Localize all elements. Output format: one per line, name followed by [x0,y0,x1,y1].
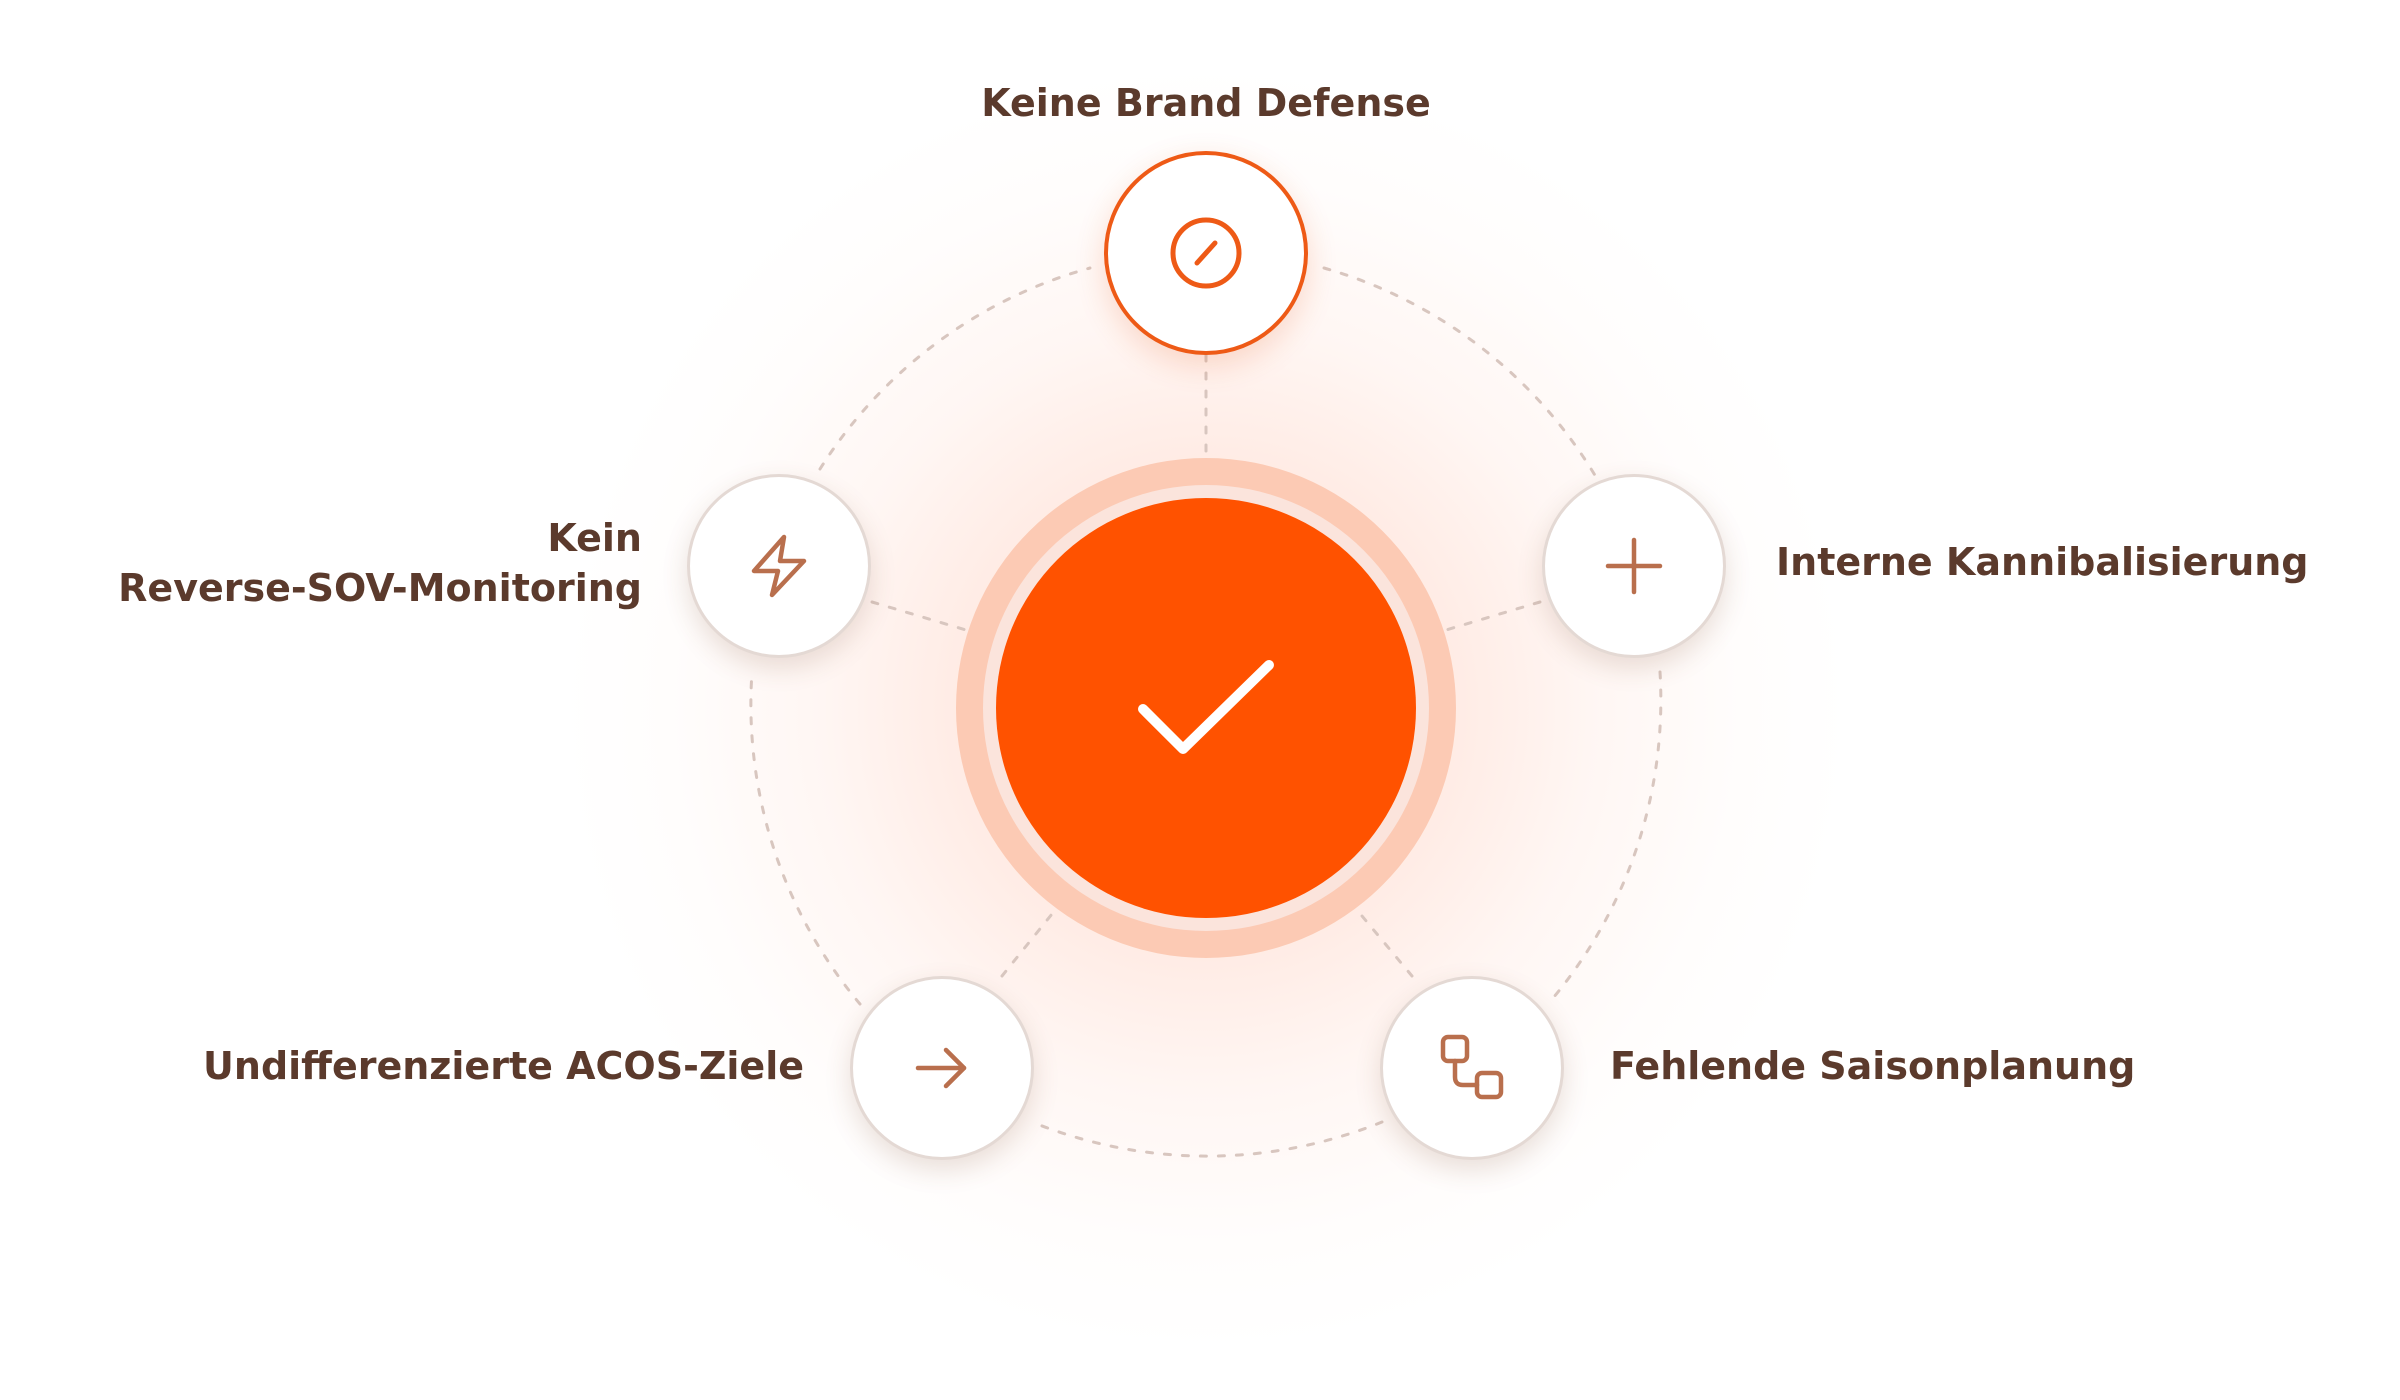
spoke-bottom-right [1350,902,1414,978]
checkmark-icon [1138,660,1274,754]
spoke-right [1444,600,1542,632]
label-bottom-left: Undifferenzierte ACOS-Ziele [203,1041,804,1091]
node-bottom-right[interactable] [1380,976,1564,1160]
orbit-arc-right-bottom-right [1546,670,1663,1006]
label-top: Keine Brand Defense [981,78,1431,128]
linked-squares-icon [1440,1034,1504,1100]
node-left[interactable] [687,474,871,658]
label-left-line-1: Kein [547,516,642,560]
spoke-left [870,600,968,632]
label-bottom-right: Fehlende Saisonplanung [1610,1041,2135,1091]
orbit-arc-bottom [1030,1120,1384,1158]
arrow-right-icon [915,1047,967,1089]
node-bottom-left[interactable] [850,976,1034,1160]
orbit-arc-bottom-left-left [749,670,862,1006]
plus-icon [1605,537,1663,595]
orbit-arc-left-top [818,266,1092,471]
label-top-line-1: Keine Brand Defense [981,81,1431,125]
label-bottom-right-line-1: Fehlende Saisonplanung [1610,1044,2136,1088]
node-right[interactable] [1542,474,1726,658]
orbit-arc-top-right [1322,266,1598,479]
node-top[interactable] [1104,151,1308,355]
label-left: Kein Reverse-SOV-Monitoring [118,513,642,613]
label-bottom-left-line-1: Undifferenzierte ACOS-Ziele [203,1044,804,1088]
label-left-line-2: Reverse-SOV-Monitoring [118,566,642,610]
slash-circle-icon [1170,217,1242,289]
label-right-line-1: Interne Kannibalisierung [1776,540,2309,584]
center-hub[interactable] [996,498,1416,918]
spoke-bottom-left [1000,902,1062,978]
lightning-icon [751,534,807,598]
label-right: Interne Kannibalisierung [1776,537,2309,587]
